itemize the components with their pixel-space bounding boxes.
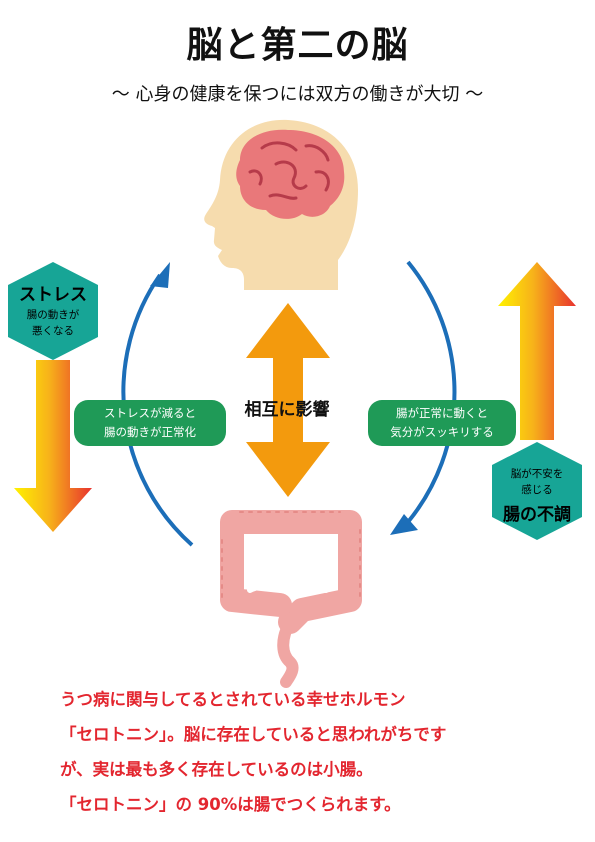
intestine-icon <box>220 510 362 688</box>
center-label: 相互に影響 <box>244 400 330 420</box>
bottom-line-2: 「セロトニン」。脳に存在していると思われがちです <box>60 725 447 744</box>
bottom-line-3: が、実は最も多く存在しているのは小腸。 <box>60 760 373 779</box>
arc-left-arrowhead <box>150 262 170 288</box>
arc-right-arrowhead <box>390 514 418 535</box>
page-subtitle: ～ 心身の健康を保つには双方の働きが大切 ～ <box>111 84 484 105</box>
left-pill-line1: ストレスが減ると <box>104 406 196 420</box>
bottom-line-4: 「セロトニン」の 90%は腸でつくられます。 <box>60 795 401 814</box>
bottom-description: うつ病に関与してるとされている幸せホルモン 「セロトニン」。脳に存在していると思… <box>60 682 580 822</box>
right-hexagon <box>492 442 582 540</box>
right-hexagon-label: 脳が不安を 感じる 腸の不調 <box>492 466 582 525</box>
right-hexagon-line2: 感じる <box>521 484 553 496</box>
double-arrow-icon <box>246 303 330 497</box>
left-hexagon-title: ストレス <box>19 285 87 305</box>
right-pill-line1: 腸が正常に動くと <box>396 406 488 420</box>
page-title: 脳と第二の脳 <box>186 25 409 66</box>
left-hexagon-line2: 悪くなる <box>32 325 74 337</box>
left-hexagon-label: ストレス 腸の動きが 悪くなる <box>8 280 98 339</box>
left-pill-line2: 腸の動きが正常化 <box>104 425 196 439</box>
left-down-arrow-icon <box>14 360 92 532</box>
left-hexagon-line1: 腸の動きが <box>26 309 80 321</box>
left-hexagon <box>8 262 98 360</box>
right-pill-line2: 気分がスッキリする <box>390 425 494 439</box>
left-info-pill: ストレスが減ると 腸の動きが正常化 <box>74 400 226 446</box>
arc-right <box>406 260 457 524</box>
right-up-arrow-icon <box>498 262 576 440</box>
brain-icon <box>236 129 345 219</box>
right-hexagon-line1: 脳が不安を <box>510 468 564 480</box>
right-hexagon-title: 腸の不調 <box>503 505 571 525</box>
bottom-line-1: うつ病に関与してるとされている幸せホルモン <box>60 690 406 709</box>
right-info-pill: 腸が正常に動くと 気分がスッキリする <box>368 400 516 446</box>
